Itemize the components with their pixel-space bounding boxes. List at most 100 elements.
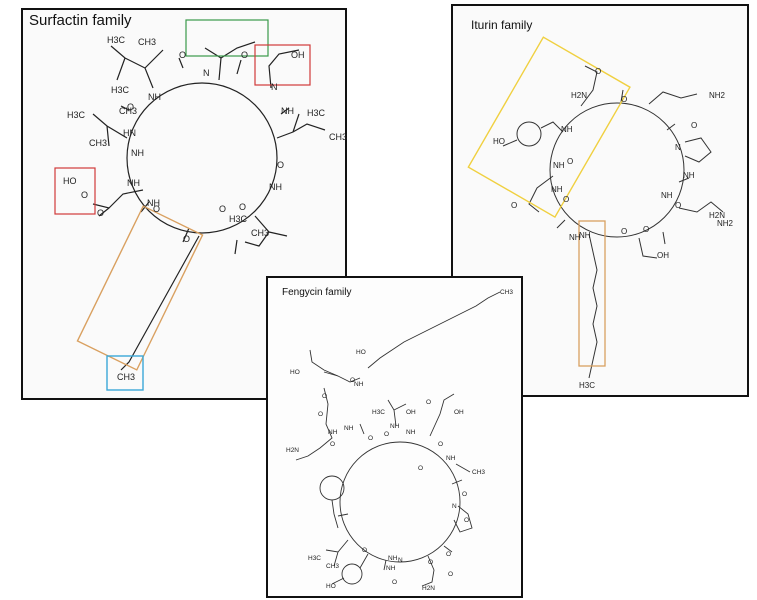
- surfactin-atom-label: NH: [127, 178, 140, 188]
- surfactin-atom-label: H3C: [107, 35, 126, 45]
- fengycin-atom-label: O: [426, 399, 431, 406]
- fengycin-atom-label: N: [452, 503, 457, 510]
- fengycin-atom-label: O: [448, 571, 453, 578]
- fengycin-atom-label: N: [398, 557, 403, 564]
- surfactin-atom-label: O: [127, 102, 134, 112]
- surfactin-atom-label: O: [179, 50, 186, 60]
- surfactin-atom-label: O: [239, 202, 246, 212]
- surfactin-atom-label: OH: [291, 50, 305, 60]
- iturin-atom-label: NH: [569, 233, 581, 242]
- surfactin-atom-label: NH: [281, 106, 294, 116]
- surfactin-atom-label: NH: [131, 148, 144, 158]
- fengycin-atom-label: NH: [386, 565, 396, 572]
- fengycin-atom-label: O: [446, 551, 451, 558]
- surfactin-atom-label: H3C: [307, 108, 326, 118]
- surfactin-panel: Surfactin family: [21, 8, 347, 400]
- fengycin-atom-label: OH: [406, 409, 416, 416]
- iturin-amino-highlight: [467, 36, 631, 219]
- iturin-atom-label: O: [567, 157, 573, 166]
- iturin-title: Iturin family: [471, 18, 533, 32]
- fengycin-atom-label: H2N: [422, 585, 435, 592]
- iturin-atom-label: OH: [657, 251, 669, 260]
- iturin-atom-label: NH: [561, 125, 573, 134]
- fengycin-title: Fengycin family: [282, 287, 352, 298]
- surfactin-atom-label: CH3: [329, 132, 347, 142]
- surfactin-atom-label: N: [271, 82, 278, 92]
- fengycin-atom-label: O: [464, 517, 469, 524]
- fengycin-atom-label: O: [462, 491, 467, 498]
- iturin-atom-label: O: [643, 225, 649, 234]
- iturin-atom-label: NH: [551, 185, 563, 194]
- fengycin-atom-label: O: [392, 579, 397, 586]
- fengycin-atom-label: H2N: [286, 447, 299, 454]
- fengycin-atom-label: O: [428, 559, 433, 566]
- fengycin-atom-label: NH: [344, 425, 354, 432]
- iturin-atom-label: O: [621, 227, 627, 236]
- surfactin-atom-label: O: [97, 208, 104, 218]
- surfactin-atom-label: O: [183, 234, 190, 244]
- fengycin-atom-label: OH: [454, 409, 464, 416]
- surfactin-atom-label: O: [153, 204, 160, 214]
- iturin-atom-label: O: [675, 201, 681, 210]
- fengycin-atom-label: NH: [328, 429, 338, 436]
- fengycin-atom-label: O: [362, 547, 367, 554]
- iturin-atom-label: NH: [579, 231, 591, 240]
- fengycin-atom-label: O: [368, 435, 373, 442]
- surfactin-atom-label: CH3: [89, 138, 107, 148]
- fengycin-atom-label: HO: [356, 349, 366, 356]
- fengycin-atom-label: NH: [388, 555, 398, 562]
- iturin-atom-label: NH2: [717, 219, 734, 228]
- fengycin-atom-label: CH3: [326, 563, 339, 570]
- surfactin-atom-label: O: [81, 190, 88, 200]
- iturin-atom-label: O: [511, 201, 517, 210]
- iturin-atom-label: N: [675, 143, 681, 152]
- iturin-atom-label: O: [621, 95, 627, 104]
- fengycin-atom-label: CH3: [472, 469, 485, 476]
- iturin-atom-label: NH: [553, 161, 565, 170]
- iturin-atom-label: H3C: [579, 381, 595, 390]
- iturin-atom-label: HO: [493, 137, 505, 146]
- fengycin-atom-label: O: [318, 411, 323, 418]
- fengycin-atom-label: NH: [390, 423, 400, 430]
- fengycin-atom-label: NH: [446, 455, 456, 462]
- isopropyl-highlight: [185, 19, 269, 57]
- surfactin-title: Surfactin family: [29, 12, 132, 29]
- surfactin-atom-label: CH3: [138, 37, 156, 47]
- surfactin-atom-label: NH: [269, 182, 282, 192]
- iturin-atom-label: NH2: [709, 91, 726, 100]
- iturin-chain-highlight: [578, 220, 606, 367]
- surfactin-atom-label: H3C: [111, 85, 130, 95]
- surfactin-atom-label: CH3: [117, 372, 135, 382]
- fengycin-atom-label: O: [418, 465, 423, 472]
- surfactin-atom-label: H3C: [229, 214, 248, 224]
- fengycin-atom-label: O: [384, 431, 389, 438]
- iturin-atom-label: O: [563, 195, 569, 204]
- surfactin-atom-label: HO: [63, 176, 77, 186]
- surfactin-atom-label: O: [219, 204, 226, 214]
- fengycin-atom-label: CH3: [500, 289, 513, 296]
- surfactin-atom-label: CH3: [251, 228, 269, 238]
- iturin-atom-label: H2N: [709, 211, 725, 220]
- iturin-atom-label: NH: [683, 171, 695, 180]
- fengycin-atom-label: H3C: [308, 555, 321, 562]
- fengycin-atom-label: O: [330, 441, 335, 448]
- surfactin-atom-label: O: [277, 160, 284, 170]
- iturin-atom-label: H2N: [571, 91, 587, 100]
- surfactin-atom-label: O: [241, 50, 248, 60]
- surfactin-atom-label: NH: [148, 92, 161, 102]
- fengycin-atom-label: O: [350, 377, 355, 384]
- terminal-methyl-highlight: [106, 355, 144, 391]
- fengycin-atom-label: H3C: [372, 409, 385, 416]
- carboxyl-highlight-top: [254, 44, 311, 86]
- surfactin-atom-label: N: [203, 68, 210, 78]
- surfactin-atom-label: NH: [147, 198, 160, 208]
- surfactin-atom-label: HN: [123, 128, 136, 138]
- fengycin-panel: Fengycin family: [266, 276, 523, 598]
- fengycin-atom-label: HO: [290, 369, 300, 376]
- fengycin-atom-label: HO: [326, 583, 336, 590]
- surfactin-atom-label: CH3: [119, 106, 137, 116]
- iturin-atom-label: O: [595, 67, 601, 76]
